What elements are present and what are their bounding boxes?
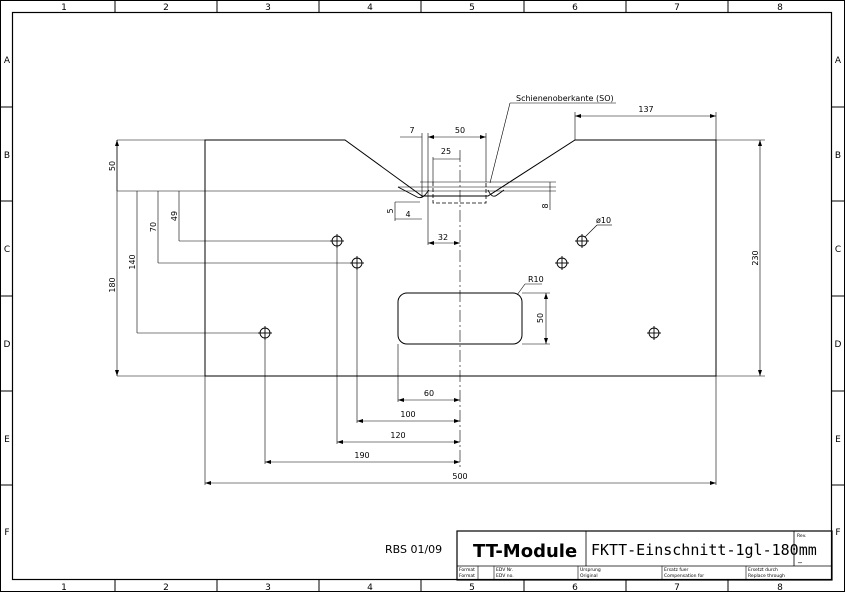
format-label: Format xyxy=(459,567,475,573)
col-label-5: 5 xyxy=(469,3,475,13)
dim-500: 500 xyxy=(452,472,467,481)
hole-right-middle xyxy=(555,256,569,270)
rev-label: Rev. xyxy=(797,533,806,539)
dim-50-left: 50 xyxy=(108,161,117,171)
dim-180: 180 xyxy=(108,277,117,292)
dim-50-slot: 50 xyxy=(536,313,545,323)
row-label-d: D xyxy=(835,340,842,350)
rail-top-edge-label: Schienenoberkante (SO) xyxy=(516,94,614,103)
row-label-f: F xyxy=(4,528,9,538)
col-label-6: 6 xyxy=(572,3,578,13)
original-label-en: Original xyxy=(580,573,598,579)
dim-137: 137 xyxy=(638,105,653,114)
col-label-4: 4 xyxy=(367,3,373,13)
col-label-7: 7 xyxy=(674,3,680,13)
arrowheads xyxy=(115,114,762,485)
hole-right-lower xyxy=(647,326,661,340)
dim-140: 140 xyxy=(128,254,137,269)
dim-4: 4 xyxy=(405,210,410,219)
row-label-c: C xyxy=(4,245,10,255)
title-block-texts: RBS 01/09 TT-Module FKTT-Einschnitt-1gl-… xyxy=(385,533,817,579)
row-label-d: D xyxy=(4,340,11,350)
edv-label-en: EDV no. xyxy=(496,573,514,579)
row-labels-left: A B C D E F xyxy=(4,56,11,538)
dim-8: 8 xyxy=(541,203,550,208)
dim-49: 49 xyxy=(170,211,179,221)
col-label-8: 8 xyxy=(777,583,783,592)
replacement-label-en: Compensation for xyxy=(664,573,704,579)
dim-60: 60 xyxy=(424,389,434,398)
company-stamp: RBS 01/09 xyxy=(385,543,442,556)
dim-230: 230 xyxy=(751,250,760,265)
col-label-1: 1 xyxy=(61,3,67,13)
dim-100: 100 xyxy=(400,410,415,419)
dim-32: 32 xyxy=(438,233,448,242)
column-labels-top: 1 2 3 4 5 6 7 8 xyxy=(61,3,783,13)
col-label-6: 6 xyxy=(572,583,578,592)
column-labels-bottom: 1 2 3 4 5 6 7 8 xyxy=(61,583,783,592)
dim-25: 25 xyxy=(441,147,451,156)
dim-5: 5 xyxy=(386,208,395,213)
rail-section-dashed xyxy=(432,182,487,204)
dim-70: 70 xyxy=(149,222,158,232)
row-label-e: E xyxy=(835,435,841,445)
replacement-label: Ersatz fuer xyxy=(664,567,689,573)
col-label-1: 1 xyxy=(61,583,67,592)
dim-190: 190 xyxy=(354,451,369,460)
replaced-label-en: Replace through xyxy=(748,573,785,579)
rail-groove xyxy=(397,186,505,199)
edv-label: EDV Nr. xyxy=(496,567,513,573)
dim-120: 120 xyxy=(390,431,405,440)
dim-7: 7 xyxy=(409,126,414,135)
title-text: TT-Module xyxy=(473,541,577,562)
col-label-4: 4 xyxy=(367,583,373,592)
dimension-texts: 7 50 137 25 4 32 60 100 120 190 500 50 1… xyxy=(108,94,760,481)
hole-right-upper xyxy=(575,234,589,248)
dim-50-top: 50 xyxy=(455,126,465,135)
row-label-c: C xyxy=(835,245,841,255)
drawing-name: FKTT-Einschnitt-1gl-180mm xyxy=(591,541,817,559)
col-label-2: 2 xyxy=(163,583,169,592)
row-label-b: B xyxy=(835,151,841,161)
title-block xyxy=(456,530,833,581)
groove-reference-lines xyxy=(117,181,556,192)
row-label-f: F xyxy=(835,528,840,538)
part-outline xyxy=(204,139,717,377)
slot xyxy=(397,292,523,345)
col-label-3: 3 xyxy=(265,583,271,592)
replaced-label: Ersetzt durch xyxy=(748,567,778,573)
holes xyxy=(258,234,661,340)
format-label-en: Format xyxy=(459,573,475,579)
row-labels-right: A B C D E F xyxy=(835,56,842,538)
original-label: Ursprung xyxy=(580,567,601,573)
row-label-a: A xyxy=(4,56,11,66)
row-label-e: E xyxy=(4,435,10,445)
col-label-2: 2 xyxy=(163,3,169,13)
dimension-lines xyxy=(116,102,765,485)
col-label-8: 8 xyxy=(777,3,783,13)
rev-value: _ xyxy=(797,554,803,563)
col-label-7: 7 xyxy=(674,583,680,592)
slot-radius-label: R10 xyxy=(528,275,544,284)
row-label-b: B xyxy=(4,151,10,161)
col-label-3: 3 xyxy=(265,3,271,13)
hole-diameter-label: ø10 xyxy=(596,216,611,225)
row-label-a: A xyxy=(835,56,842,66)
col-label-5: 5 xyxy=(469,583,475,592)
